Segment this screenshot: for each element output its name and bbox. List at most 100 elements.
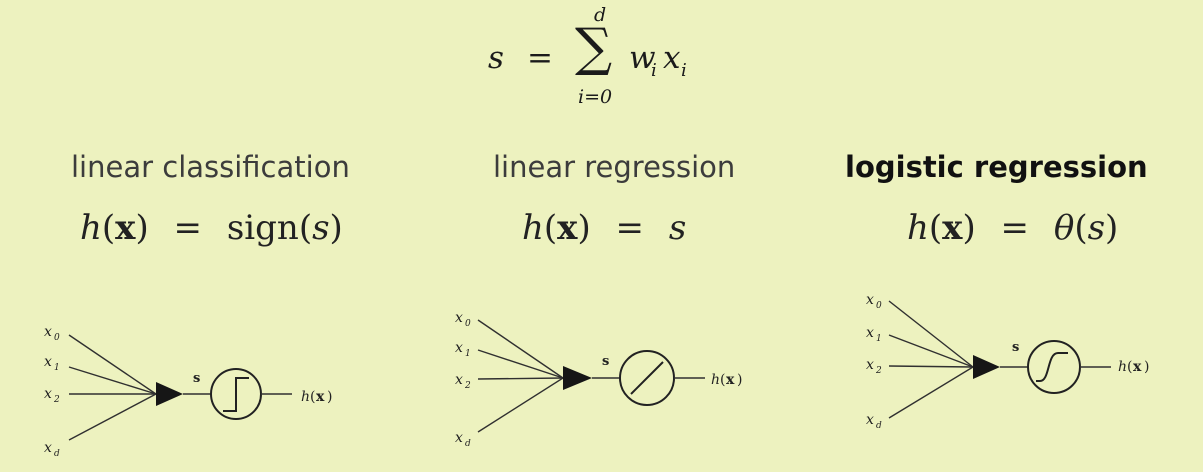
input-x1-sub: 1 [465, 349, 471, 359]
input-x2-sub: 2 [875, 366, 882, 376]
input-x1-sub: 1 [54, 363, 60, 373]
formula-x: x [942, 208, 963, 248]
formula-paren-open-2: ( [1074, 208, 1088, 248]
output-x: x [726, 372, 735, 388]
panel-title-linear-regression: linear regression [493, 150, 736, 184]
formula-s: s [668, 208, 687, 248]
input-x0-sub: 0 [54, 333, 60, 343]
output-x: x [316, 389, 325, 405]
input-line-1 [888, 334, 974, 368]
formula-s: s [312, 208, 330, 248]
sigmoid-activation-circle [1027, 340, 1081, 394]
formula-paren-close-2: ) [329, 208, 343, 248]
top-equation: s = d ∑ i=0 w i x i [0, 0, 1203, 120]
equation-equals: = [527, 40, 553, 76]
formula-paren-open-2: ( [298, 208, 313, 248]
output-paren-close: ) [327, 389, 332, 405]
formula-paren-close: ) [962, 208, 976, 248]
input-x2-sub: 2 [464, 381, 471, 391]
output-h: h [711, 372, 720, 388]
formula-equals: = [173, 208, 203, 248]
sum-label-s: s [193, 371, 200, 386]
output-x: x [1133, 359, 1142, 375]
input-x0-sub: 0 [876, 301, 882, 311]
formula-linear-classification: h(x) = sign(s) [80, 208, 343, 248]
equation-x-subscript: i [681, 60, 687, 81]
panel-title-logistic-regression: logistic regression [845, 150, 1148, 184]
sum-lower-limit: i=0 [578, 86, 613, 108]
step-function-icon [223, 377, 249, 412]
formula-sign-func: sign [226, 208, 299, 248]
equation-w: w [629, 40, 656, 76]
input-x2: x [455, 372, 463, 388]
input-line-1 [477, 349, 564, 379]
formula-linear-regression: h(x) = s [522, 208, 686, 248]
formula-equals: = [1000, 208, 1030, 248]
formula-s: s [1087, 208, 1106, 248]
input-xd-sub: d [465, 439, 471, 449]
output-h: h [301, 389, 310, 405]
output-paren-close: ) [1144, 359, 1149, 375]
input-xd: x [44, 440, 52, 456]
equation-lhs: s [488, 40, 504, 76]
input-x1: x [455, 340, 463, 356]
input-x2: x [44, 386, 52, 402]
formula-paren-open: ( [928, 208, 943, 248]
formula-paren-close: ) [135, 208, 149, 248]
input-line-d [68, 393, 157, 441]
summation-symbol: ∑ [575, 18, 613, 78]
formula-equals: = [615, 208, 645, 248]
output-paren-open: ( [310, 389, 315, 405]
input-xd-sub: d [54, 449, 60, 459]
formula-h: h [907, 208, 929, 248]
input-xd: x [866, 412, 874, 428]
sigmoid-function-icon [1039, 352, 1068, 382]
summation-triangle [156, 382, 183, 406]
input-x2-sub: 2 [53, 395, 60, 405]
output-paren-open: ( [1127, 359, 1132, 375]
equation-w-subscript: i [651, 60, 657, 81]
input-line-0 [68, 334, 157, 395]
neuron-diagram-2: x 0 x 1 x 2 x d s h ( x ) [455, 310, 742, 449]
input-x0: x [455, 310, 463, 326]
input-xd: x [455, 430, 463, 446]
neuron-diagram-1: x 0 x 1 x 2 x d s h ( x ) [44, 324, 332, 459]
input-x0-sub: 0 [465, 319, 471, 329]
output-paren-open: ( [720, 372, 725, 388]
input-x1-sub: 1 [876, 334, 882, 344]
linear-function-icon [630, 361, 664, 395]
formula-paren-close: ) [577, 208, 591, 248]
input-x0: x [866, 292, 874, 308]
output-h: h [1118, 359, 1127, 375]
formula-x: x [557, 208, 578, 248]
formula-paren-open: ( [101, 208, 116, 248]
input-line-2 [477, 377, 564, 380]
input-line-1 [68, 366, 157, 395]
input-line-d [888, 366, 974, 419]
sum-label-s: s [1012, 340, 1019, 355]
summation-triangle [563, 366, 592, 390]
input-line-0 [477, 319, 564, 379]
input-line-d [477, 377, 564, 433]
input-xd-sub: d [876, 421, 882, 431]
panel-title-linear-classification: linear classification [71, 150, 350, 184]
sum-upper-limit: d [594, 4, 607, 26]
input-line-2 [888, 365, 974, 368]
summation-triangle [973, 355, 1000, 379]
formula-h: h [80, 208, 102, 248]
equation-x: x [663, 40, 681, 76]
output-paren-close: ) [737, 372, 742, 388]
input-line-0 [888, 300, 974, 368]
formula-paren-close-2: ) [1105, 208, 1119, 248]
formula-h: h [522, 208, 544, 248]
sum-label-s: s [602, 354, 609, 369]
formula-logistic-regression: h(x) = θ(s) [907, 208, 1118, 248]
input-x0: x [44, 324, 52, 340]
input-x1: x [44, 354, 52, 370]
input-x1: x [866, 325, 874, 341]
formula-paren-open: ( [543, 208, 558, 248]
neuron-diagram-3: x 0 x 1 x 2 x d s h ( x ) [866, 292, 1149, 431]
input-x2: x [866, 357, 874, 373]
formula-x: x [115, 208, 136, 248]
